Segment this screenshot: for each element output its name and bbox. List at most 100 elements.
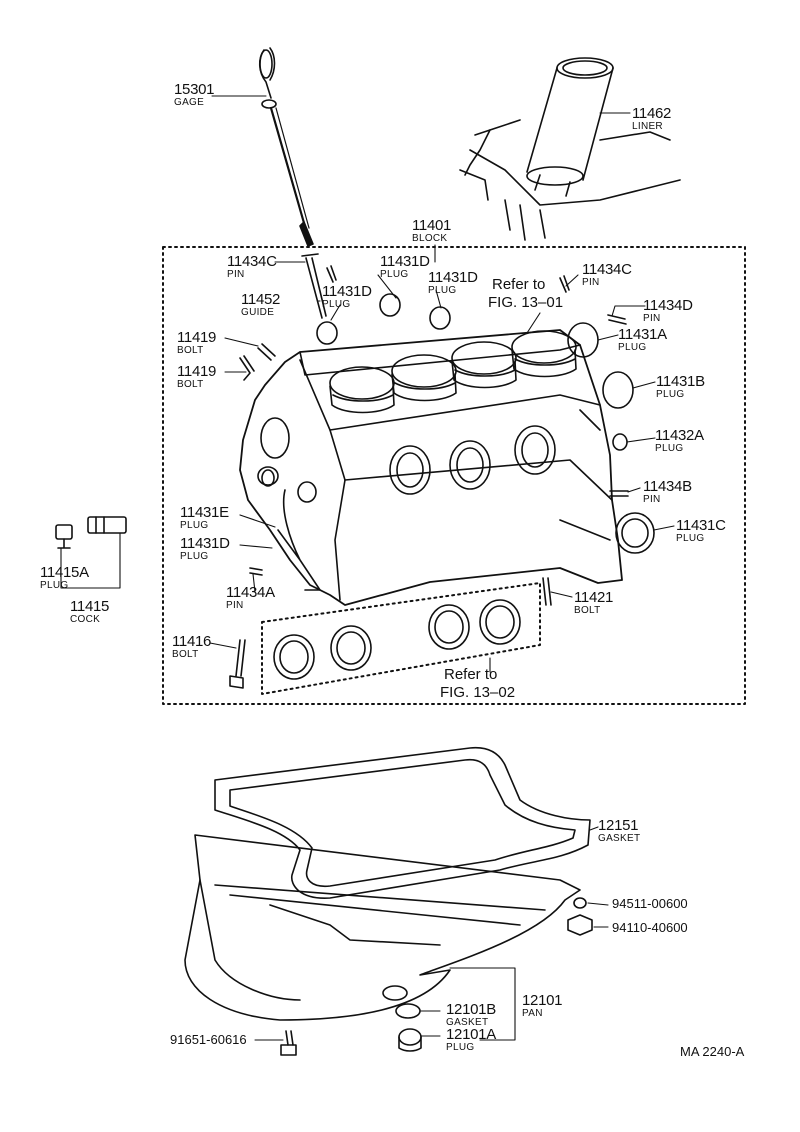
oil-pan-drawing — [184, 834, 581, 1021]
part-name: PIN — [227, 269, 245, 280]
reference-line: FIG. 13–02 — [440, 684, 516, 701]
part-number: 11432A — [655, 427, 704, 444]
part-name: BOLT — [177, 345, 204, 356]
part-number: 11421 — [574, 589, 614, 606]
part-name: PLUG — [676, 533, 705, 544]
part-number: 11415A — [40, 564, 89, 581]
part-number: 11431D — [428, 269, 478, 286]
part-number: 11434A — [226, 584, 275, 601]
part-name: PIN — [582, 277, 600, 288]
leader-lines — [60, 95, 675, 1041]
part-number: 11419 — [177, 363, 217, 380]
part-name: PLUG — [322, 299, 351, 310]
block-assembly-frame — [162, 246, 746, 705]
part-name: PLUG — [428, 285, 457, 296]
part-name: GASKET — [446, 1017, 489, 1028]
part-name: PLUG — [380, 269, 409, 280]
drain-cock-drawing — [55, 516, 127, 549]
part-number: 12151 — [598, 817, 639, 834]
part-number: 12101B — [446, 1001, 496, 1018]
part-name: PLUG — [40, 580, 69, 591]
part-name: PLUG — [655, 443, 684, 454]
part-number: 11431A — [618, 326, 667, 343]
part-number: 11431C — [676, 517, 726, 534]
part-number: 11416 — [172, 633, 212, 650]
oil-pan-gasket-drawing — [214, 746, 591, 899]
reference-line: Refer to — [444, 666, 498, 683]
part-number: 11415 — [70, 598, 110, 615]
part-name: COCK — [70, 614, 101, 625]
part-number: 12101A — [446, 1026, 496, 1043]
code-label-94110: 94110-40600 — [612, 920, 688, 935]
part-name: GAGE — [174, 97, 205, 108]
part-name: BOLT — [574, 605, 601, 616]
part-number: 15301 — [174, 81, 215, 98]
drawing-code: MA 2240-A — [680, 1044, 745, 1059]
part-name: PLUG — [180, 520, 209, 531]
part-name: PIN — [643, 494, 661, 505]
code-label-94511: 94511-00600 — [612, 896, 688, 911]
part-number: 11431D — [322, 283, 372, 300]
code-label-91651: 91651-60616 — [170, 1032, 247, 1047]
part-name: PAN — [522, 1008, 543, 1019]
part-number: 11452 — [241, 291, 281, 308]
bearing-group-frame — [261, 582, 541, 695]
part-name: BLOCK — [412, 233, 448, 244]
liner-drawing — [459, 57, 681, 241]
part-name: GUIDE — [241, 307, 275, 318]
part-number: 11419 — [177, 329, 217, 346]
part-name: PLUG — [446, 1042, 475, 1053]
engine-block-drawing — [239, 329, 623, 606]
part-number: 11434C — [582, 261, 632, 278]
part-name: PLUG — [180, 551, 209, 562]
part-name: PLUG — [656, 389, 685, 400]
small-parts-drawing — [229, 253, 655, 689]
part-name: LINER — [632, 121, 663, 132]
part-number: 11434B — [643, 478, 692, 495]
part-number: 11401 — [412, 217, 452, 234]
part-number: 11431D — [180, 535, 230, 552]
part-name: BOLT — [177, 379, 204, 390]
part-number: 11431E — [180, 504, 229, 521]
bearings-drawing — [273, 599, 521, 680]
pan-hardware-drawing — [280, 897, 593, 1056]
oil-gage-drawing — [258, 47, 314, 247]
part-number: 11434D — [643, 297, 693, 314]
part-name: BOLT — [172, 649, 199, 660]
part-name: PIN — [643, 313, 661, 324]
part-name: GASKET — [598, 833, 641, 844]
part-number: 11434C — [227, 253, 277, 270]
reference-line: FIG. 13–01 — [488, 294, 564, 311]
part-name: PLUG — [618, 342, 647, 353]
part-number: 11431B — [656, 373, 705, 390]
